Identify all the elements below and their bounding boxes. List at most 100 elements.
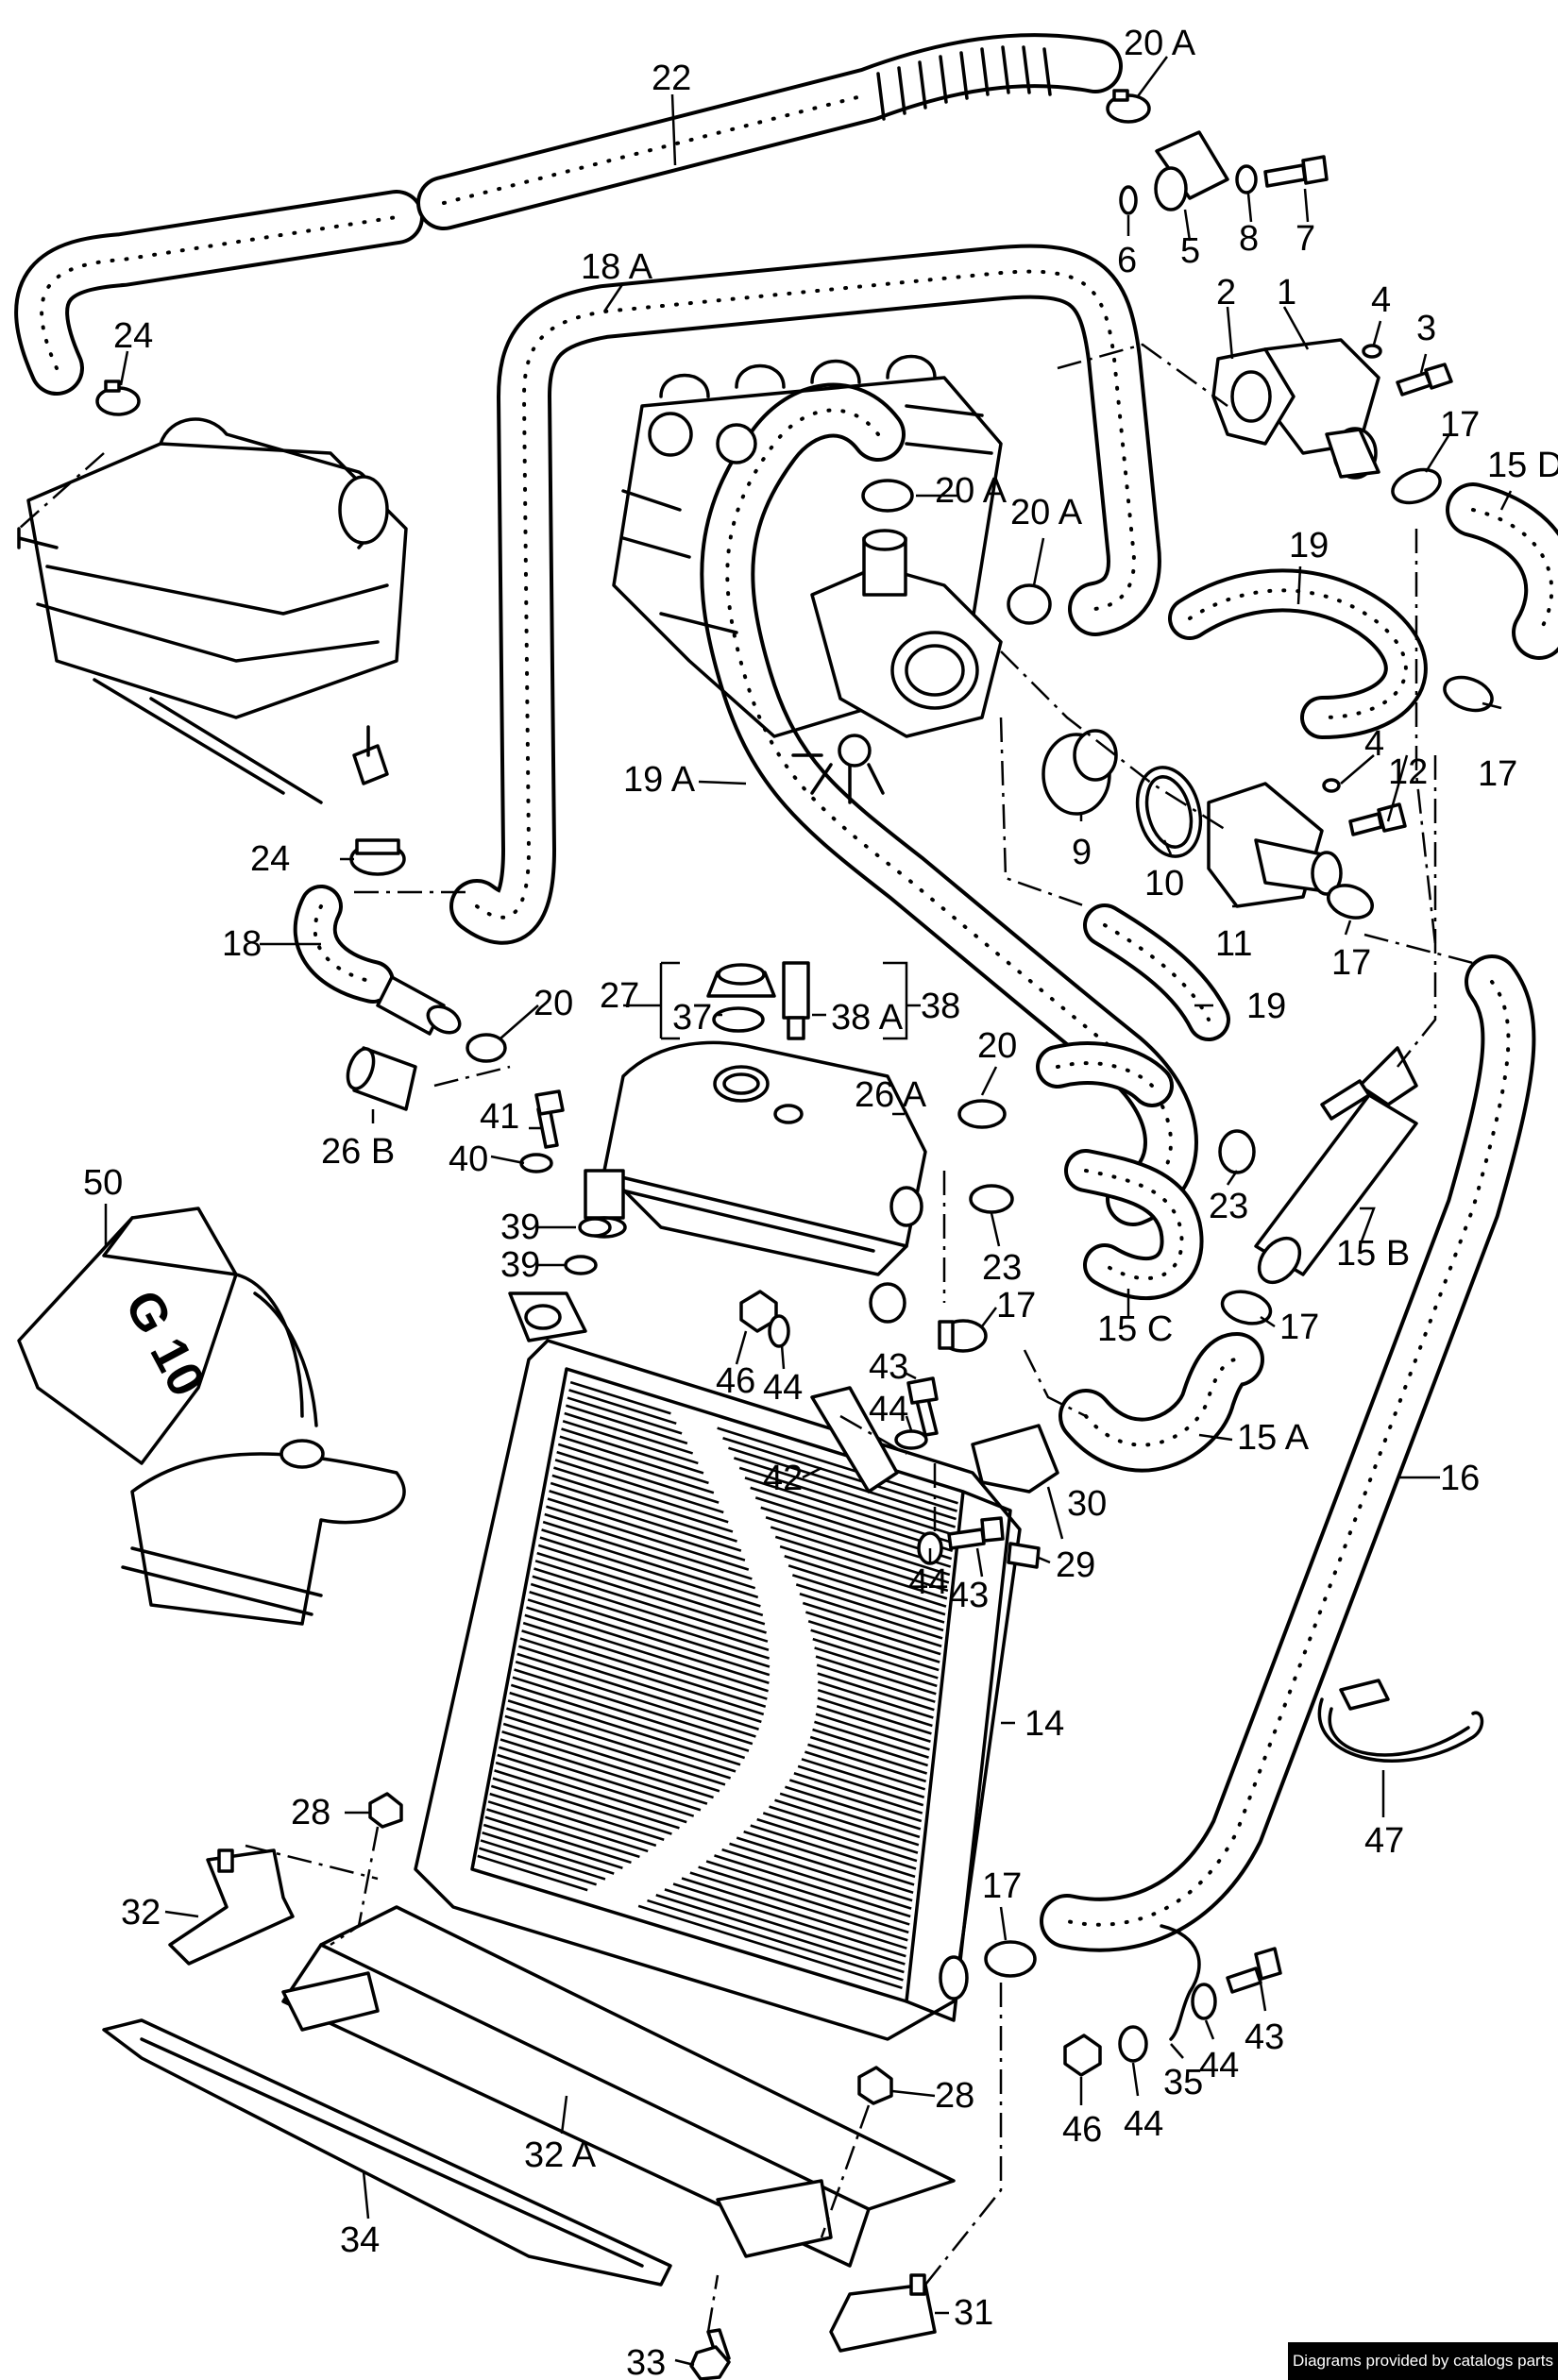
seal-10: [1135, 766, 1203, 858]
radiator-fin: [482, 1831, 615, 1875]
assembly-lines: [18, 343, 1474, 2333]
clamp-17-mid: [1327, 884, 1374, 920]
callout-labels: 22 20 A 6 5 8 7 2 1 4 3 17 15 D 24 18 A …: [83, 24, 1558, 2380]
label-50: 50: [83, 1163, 123, 1203]
label-2: 2: [1216, 273, 1236, 312]
expansion-tank-26a: [582, 1040, 927, 1324]
label-43-right: 43: [1245, 2017, 1284, 2057]
radiator-fin: [500, 1738, 708, 1805]
radiator-fin: [537, 1544, 764, 1617]
bolt-43-lower: [947, 1516, 1005, 1550]
label-6: 6: [1117, 241, 1137, 280]
radiator-fin: [801, 1758, 925, 1798]
air-box: [17, 417, 408, 804]
radiator-fin: [733, 1457, 957, 1528]
washer-44-mid: [894, 1429, 928, 1450]
radiator-fin: [565, 1404, 688, 1445]
hose-15d: [1446, 482, 1558, 660]
radiator-fin: [743, 1830, 915, 1886]
radiator-fin: [807, 1743, 927, 1783]
bolt-43-right: [1226, 1947, 1282, 1994]
bolt-28-top: [368, 1792, 403, 1829]
coolant-bottle-50: [17, 1207, 406, 1626]
clamp-17-center: [938, 1319, 988, 1353]
label-14: 14: [1025, 1704, 1064, 1744]
label-41: 41: [480, 1097, 519, 1137]
washer-44-top: [768, 1314, 790, 1348]
radiator-fin: [793, 1772, 923, 1815]
hose-clamp-47: [1317, 1679, 1484, 1763]
radiator-fin: [787, 1564, 946, 1616]
radiator-fin: [495, 1761, 687, 1824]
radiator-fin: [729, 1842, 913, 1902]
radiator-fin: [817, 1696, 932, 1735]
cap-27: [706, 963, 776, 998]
radiator-fin: [736, 1836, 914, 1894]
label-23-right: 23: [1209, 1187, 1248, 1226]
label-35: 35: [1163, 2063, 1203, 2102]
bracket-30: [971, 1424, 1059, 1494]
label-1: 1: [1277, 273, 1296, 312]
bracket-34: [102, 2018, 672, 2287]
radiator-fin: [532, 1575, 770, 1651]
label-18a: 18 A: [581, 247, 653, 287]
bracket-32a: [281, 1905, 956, 2268]
radiator-fin: [521, 1629, 767, 1709]
spring-clip-35: [1160, 1924, 1201, 2041]
radiator-fin: [494, 1769, 680, 1830]
radiator-fin: [804, 1750, 926, 1791]
radiator-fin: [664, 1888, 906, 1966]
radiator-fin: [728, 1446, 957, 1521]
hose-15c: [1064, 1149, 1204, 1301]
label-17-bottom: 17: [982, 1866, 1022, 1906]
radiator-fin: [779, 1544, 948, 1600]
clamp-23-left: [969, 1184, 1014, 1214]
label-8: 8: [1239, 219, 1259, 259]
label-33: 33: [626, 2343, 666, 2380]
label-7: 7: [1296, 219, 1315, 259]
nut-46-bottom: [1063, 2034, 1102, 2077]
radiator-fin: [492, 1777, 672, 1835]
label-47: 47: [1364, 1821, 1404, 1861]
radiator-fin: [480, 1839, 606, 1881]
radiator-fin: [524, 1613, 769, 1693]
label-15d: 15 D: [1487, 446, 1558, 485]
label-40: 40: [449, 1139, 488, 1179]
radiator-fin: [817, 1688, 933, 1728]
radiator-fin: [479, 1847, 597, 1886]
connector-pipe-18: [376, 975, 462, 1036]
clamp-20a-mid: [861, 479, 914, 513]
label-4-top: 4: [1371, 280, 1391, 320]
radiator-fin: [705, 1860, 910, 1926]
radiator-fin: [501, 1730, 714, 1799]
label-46-top: 46: [716, 1361, 755, 1401]
label-32a: 32 A: [524, 2135, 597, 2175]
label-5: 5: [1180, 231, 1200, 271]
label-20a-right: 20 A: [1010, 493, 1083, 532]
washer-8: [1235, 164, 1258, 194]
radiator-fin: [785, 1785, 922, 1831]
clamp-17-bottom: [984, 1940, 1037, 1978]
radiator-fin: [564, 1411, 694, 1455]
radiator-fin: [795, 1583, 944, 1632]
radiator-fin: [489, 1792, 657, 1848]
label-15b: 15 B: [1336, 1234, 1410, 1274]
radiator-fin: [484, 1815, 632, 1865]
label-17-center: 17: [996, 1286, 1036, 1325]
label-39b: 39: [500, 1245, 540, 1285]
radiator-fin: [812, 1728, 928, 1767]
label-42: 42: [763, 1459, 803, 1498]
clamp-20a-top: [1106, 89, 1151, 124]
label-19a: 19 A: [623, 760, 696, 800]
radiator-fin: [774, 1535, 949, 1593]
radiator-fin: [512, 1676, 750, 1752]
clamp-20-left: [466, 1033, 507, 1063]
seal-6: [1119, 185, 1138, 215]
radiator-fin: [637, 1904, 903, 1990]
radiator-fin: [533, 1567, 769, 1643]
radiator-fin: [769, 1805, 919, 1854]
label-28-top: 28: [291, 1793, 330, 1832]
clamp-17-top: [1391, 467, 1442, 505]
bolt-12: [1348, 802, 1407, 836]
